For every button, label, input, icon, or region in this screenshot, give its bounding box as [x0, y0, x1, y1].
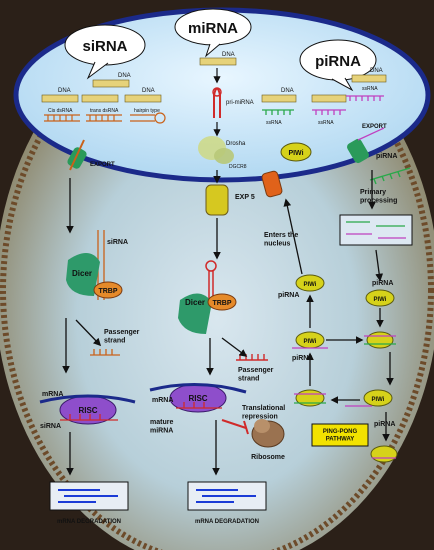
dna-label: DNA: [222, 52, 235, 58]
dna-gene: [261, 94, 297, 103]
mirna-degradation: mRNA DEGRADATION: [187, 481, 267, 525]
trbp-label: TRBP: [98, 288, 117, 295]
dna-label: DNA: [370, 68, 383, 74]
pirna-label: piRNA: [372, 280, 393, 287]
mrna-label: mRNA: [152, 397, 173, 404]
piwi-label: PIWi: [374, 297, 387, 303]
dna-gene: [124, 94, 162, 103]
dgcr8: [214, 148, 234, 164]
dna-label: DNA: [58, 88, 71, 94]
trbp-label: TRBP: [212, 300, 231, 307]
mirna-dicer: Dicer TRBP: [178, 260, 237, 334]
dicer-label: Dicer: [185, 298, 205, 307]
pirna-genes: DNA DNA ssRNA ssRNA ssRNA: [261, 68, 387, 126]
dicer-shape: [66, 252, 100, 296]
ssrna-label: ssRNA: [266, 120, 282, 126]
risc-label: RISC: [188, 394, 207, 403]
sirna-degradation: mRNA DEGRADATION: [49, 481, 129, 525]
piwi-label: PIWi: [372, 397, 385, 403]
piwi-label: PIWi: [304, 339, 317, 345]
pirna-top-label: piRNA: [376, 153, 397, 160]
pirna-bubble: piRNA: [299, 39, 377, 92]
sirna-dicer-label: siRNA: [107, 239, 128, 246]
dna-gene: [92, 79, 130, 88]
ssrna-label: ssRNA: [362, 86, 378, 92]
exp5-pore: EXP 5: [205, 184, 255, 216]
ping-pong-box: [311, 423, 369, 447]
export-pore-right: EXPORT: [347, 124, 387, 164]
pirna-label: piRNA: [278, 292, 299, 299]
pathway-arrows: [62, 170, 394, 476]
sirna-genes: DNA DNA DNA Cis dsRNA trans dsRNA hairpi…: [41, 73, 166, 124]
dgcr8-label: DGCR8: [229, 164, 247, 170]
exp5-label: EXP 5: [235, 194, 255, 201]
dna-gene: [311, 94, 347, 103]
dna-gene: [81, 94, 119, 103]
ribosome-label: Ribosome: [251, 454, 285, 461]
trans-dsrna-label: trans dsRNA: [90, 108, 119, 114]
mirna-bubble-label: miRNA: [188, 20, 238, 37]
piwi-nuclear: PIWi: [280, 142, 312, 162]
piwi-label: PIWi: [288, 150, 303, 157]
dna-label: DNA: [142, 88, 155, 94]
ssrna-label: ssRNA: [318, 120, 334, 126]
pirna-cycle: PIWi piRNA PIWi piRNA PIWi piRNA PIWi pi…: [278, 274, 398, 463]
piwi-label: PIWi: [304, 282, 317, 288]
sirna-dicer: Dicer TRBP siRNA: [66, 230, 128, 300]
hairpin-label: hairpin type: [134, 108, 160, 114]
processing-box: [339, 214, 413, 246]
mrna-degradation-right-label: mRNA DEGRADATION: [195, 519, 259, 525]
sirna-risc: RISC mRNA siRNA: [39, 391, 136, 430]
cis-dsrna-label: Cis dsRNA: [48, 108, 73, 114]
piwi-import-pore: [261, 170, 283, 198]
sirna-bubble: siRNA: [64, 24, 146, 80]
drosha-label: Drosha: [226, 141, 246, 147]
risc-label: RISC: [78, 406, 97, 415]
sirna-bubble-label: siRNA: [82, 38, 127, 55]
export-right-label: EXPORT: [362, 124, 387, 130]
mirna-bubble: miRNA: [174, 8, 252, 58]
export-pore-left: EXPORT: [67, 139, 115, 171]
mrna-label: mRNA: [42, 391, 63, 398]
sirna-risc-label: siRNA: [40, 423, 61, 430]
dna-label: DNA: [118, 73, 131, 79]
mrna-degradation-left-label: mRNA DEGRADATION: [57, 519, 121, 525]
pirna-bubble-label: piRNA: [315, 53, 361, 70]
pirna-label: piRNA: [292, 355, 313, 362]
pirna-label: piRNA: [374, 421, 395, 428]
export-left-label: EXPORT: [90, 162, 115, 168]
dna-gene: [351, 74, 387, 83]
dicer-label: Dicer: [72, 269, 92, 278]
pri-mirna-label: pri-miRNA: [226, 100, 254, 106]
dna-gene: [199, 57, 237, 66]
dna-gene: [41, 94, 79, 103]
mirna-nuclear-processing: DNA pri-miRNA Drosha DGCR8: [198, 52, 254, 170]
dna-label: DNA: [281, 88, 294, 94]
